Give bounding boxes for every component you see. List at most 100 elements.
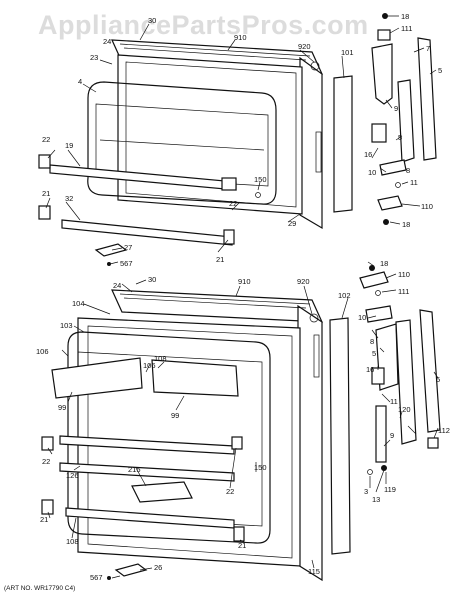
dairy-door-right — [151, 359, 239, 397]
label: 567 — [90, 573, 103, 582]
label: 99 — [171, 411, 179, 420]
label: 11 — [410, 178, 418, 187]
label: 150 — [254, 175, 267, 184]
label: 5 — [438, 66, 442, 75]
label: 101 — [341, 48, 354, 57]
ff-bar-upper — [59, 435, 235, 455]
ff-hinge-110 — [359, 271, 389, 289]
art-number: (ART NO. WR17790 C4) — [4, 585, 75, 592]
label: 18 — [402, 220, 410, 229]
label: 8 — [406, 166, 410, 175]
part-112 — [427, 437, 439, 449]
freezer-door-liner — [87, 81, 277, 205]
handle-mount-9 — [371, 43, 393, 105]
ff-screw-13 — [381, 465, 387, 471]
label: 8 — [370, 337, 374, 346]
handle-5 — [417, 37, 437, 161]
label: 19 — [65, 141, 73, 150]
label: 21 — [216, 255, 224, 264]
ff-hinge-hardware — [359, 265, 441, 475]
label: 108 — [66, 537, 79, 546]
label: 16 — [366, 365, 374, 374]
label: 567 — [120, 259, 133, 268]
freezer-bar-clip — [221, 177, 237, 191]
ff-dairy-doors — [51, 357, 239, 399]
screw-18b — [383, 219, 389, 225]
washer-11 — [395, 182, 401, 188]
label: 32 — [65, 194, 73, 203]
ff-egg-tray-215 — [131, 481, 193, 503]
ff-plug — [309, 313, 319, 323]
ff-left-brackets — [41, 436, 245, 542]
handle-7 — [397, 79, 415, 163]
ff-door-side — [297, 304, 323, 582]
label: 111 — [398, 287, 409, 296]
label: 5 — [372, 349, 376, 358]
ff-bar-middle — [59, 462, 235, 482]
label: 920 — [297, 277, 310, 286]
ff-washer-3 — [367, 469, 373, 475]
label: 920 — [298, 42, 311, 51]
freezer-left-brackets — [38, 154, 51, 220]
freezer-door-panel — [117, 54, 303, 215]
label: 10 — [358, 313, 366, 322]
freezer-bar-clip-lower — [223, 229, 235, 245]
ff-cam-10 — [365, 305, 393, 323]
callout-leaders — [45, 15, 439, 579]
freezer-door-assembly — [87, 39, 323, 230]
freezer-shelf-bar-upper — [49, 164, 237, 191]
screw-567 — [107, 262, 111, 266]
ff-liner-inner — [77, 351, 263, 527]
part-27 — [94, 243, 128, 257]
label: 126 — [66, 471, 79, 480]
freezer-shelf-line — [99, 139, 265, 151]
label: 115 — [308, 567, 320, 576]
watermark-text: AppliancePartsPros.com — [38, 10, 369, 40]
label: 22 — [42, 457, 50, 466]
ff-bracket-22b — [231, 436, 243, 450]
label: 23 — [90, 53, 98, 62]
freezer-shelf-bar-lower — [61, 219, 235, 246]
freezer-top-rail — [119, 43, 311, 61]
label: 110 — [398, 270, 410, 279]
label: 215 — [128, 465, 141, 474]
part-26 — [114, 563, 148, 577]
ff-washer-111 — [375, 290, 381, 296]
leader-lines — [45, 15, 439, 579]
breaker-strip-102 — [329, 317, 351, 555]
label: 910 — [238, 277, 251, 286]
label: 30 — [148, 275, 156, 284]
ff-handle-mount-9 — [375, 405, 387, 463]
bracket-21 — [38, 205, 51, 220]
label: 910 — [234, 33, 247, 42]
ff-shelf-bars — [59, 435, 235, 529]
freezer-hinge-hardware — [371, 13, 437, 225]
hinge-110 — [377, 195, 403, 211]
label: 10 — [368, 168, 376, 177]
label: 108 — [154, 354, 167, 363]
freezer-plug — [310, 61, 320, 71]
screw-18 — [382, 13, 388, 19]
label: 22 — [42, 135, 50, 144]
ff-handle-120 — [395, 319, 417, 445]
label: 5 — [436, 375, 440, 384]
label: 4 — [78, 77, 82, 86]
label: 26 — [154, 563, 162, 572]
label: 27 — [124, 243, 132, 252]
bracket-22 — [38, 154, 51, 169]
ff-top-gasket — [111, 289, 323, 323]
label: 13 — [372, 495, 380, 504]
label: 106 — [143, 361, 156, 370]
label: 21 — [40, 515, 48, 524]
screw-567b — [107, 576, 111, 580]
ff-bracket-21b — [233, 526, 245, 542]
fresh-food-door-assembly — [67, 289, 323, 582]
label: 120 — [398, 405, 411, 414]
cam-10 — [379, 159, 407, 176]
label: 11 — [390, 397, 398, 406]
ff-screw-18 — [369, 265, 375, 271]
label: 30 — [148, 16, 156, 25]
label: 119 — [384, 485, 396, 494]
label: 103 — [60, 321, 73, 330]
